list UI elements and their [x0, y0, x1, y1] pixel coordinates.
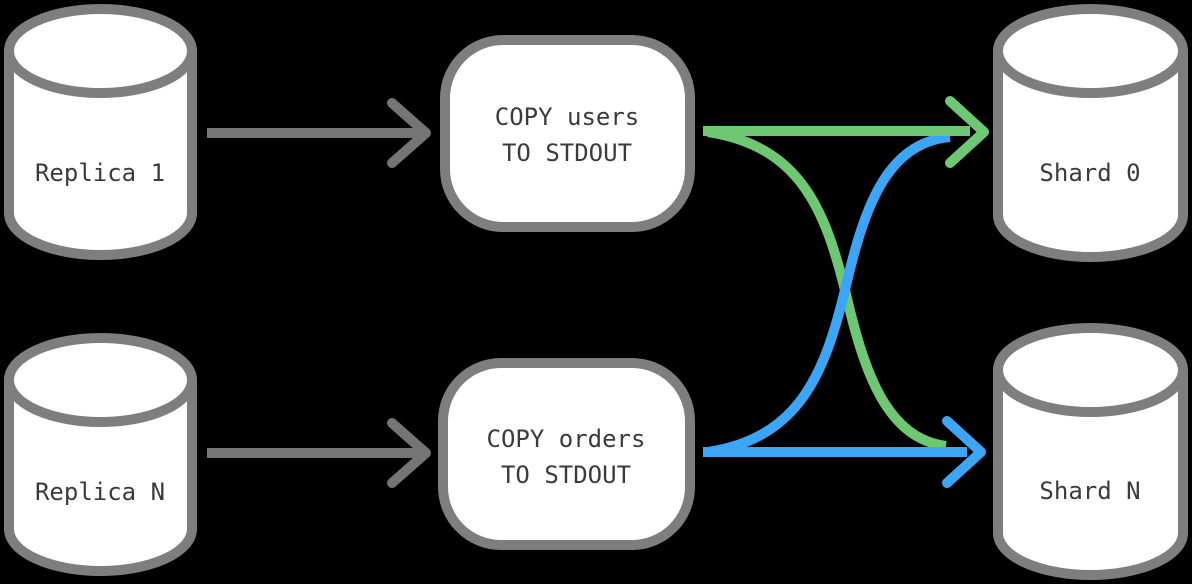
copy-orders-node: COPY orders TO STDOUT [438, 358, 695, 550]
database-cylinder-icon [993, 51, 1188, 262]
copy-users-label-line1: COPY users [495, 103, 640, 131]
process-pill-shape [440, 35, 695, 232]
replica-1-label: Replica 1 [35, 159, 165, 187]
copy-orders-label-line1: COPY orders [487, 425, 646, 453]
shard-n-label: Shard N [1039, 477, 1140, 505]
shard-0-label: Shard 0 [1039, 159, 1140, 187]
database-cylinder-icon [3, 51, 197, 260]
green-arrowhead-icon [945, 96, 989, 168]
gray-arrowhead-bottom-icon [387, 418, 431, 488]
database-cylinder-top-icon [4, 4, 197, 98]
database-cylinder-top-icon [993, 323, 1188, 417]
replica-n-label: Replica N [35, 478, 165, 506]
process-pill-shape [438, 358, 695, 550]
green-cross-curve [707, 127, 947, 451]
database-cylinder-top-icon [4, 333, 197, 427]
gray-arrowhead-top-icon [387, 98, 431, 168]
copy-orders-label-line2: TO STDOUT [501, 461, 631, 489]
copy-users-node: COPY users TO STDOUT [440, 35, 695, 232]
replica-n-node: Replica N [3, 333, 197, 576]
edge-copyusers-to-shardn [707, 127, 947, 451]
edge-copyorders-to-shard0 [707, 132, 951, 457]
blue-arrowhead-icon [942, 416, 986, 488]
shard-n-node: Shard N [993, 323, 1188, 580]
edge-copyusers-to-shard0 [703, 96, 989, 168]
blue-cross-curve [707, 132, 951, 457]
replica-1-node: Replica 1 [3, 4, 197, 260]
copy-users-label-line2: TO STDOUT [502, 139, 632, 167]
database-cylinder-top-icon [993, 4, 1188, 98]
shard-0-node: Shard 0 [993, 4, 1188, 262]
database-cylinder-icon [3, 380, 197, 576]
edge-replican-to-copyorders [207, 418, 431, 488]
database-cylinder-icon [993, 370, 1188, 580]
edge-copyorders-to-shardn [703, 416, 986, 488]
edge-replica1-to-copyusers [207, 98, 431, 168]
